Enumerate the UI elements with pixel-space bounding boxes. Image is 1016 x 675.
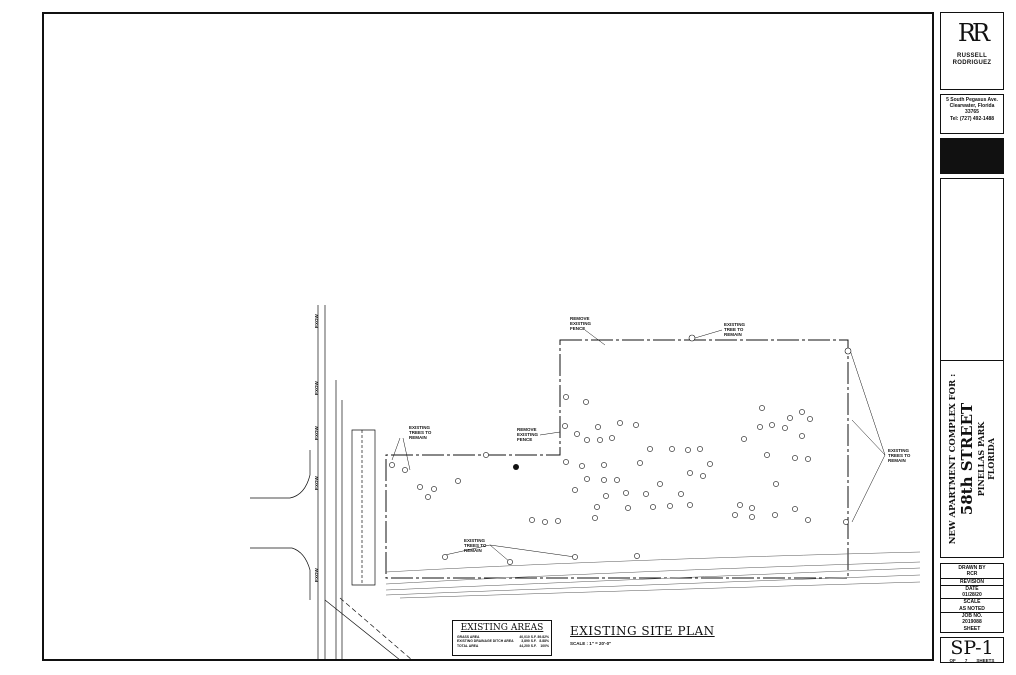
note-existing-trees-left: EXISTING TREES TO REMAIN [409,425,432,441]
row-label: EXOW [314,426,319,440]
sheet-number: SP-1 [950,637,994,659]
project-line3: PINELLAS PARK [976,421,986,497]
revision-space [940,178,1004,368]
firm-logo-box: RR RUSSELL RODRIGUEZ [940,12,1004,90]
row-label: EXOW [314,314,319,328]
road-curve [250,450,311,499]
table-row: EXISTING DRAINAGE DITCH AREA 3,890 S.F. … [457,639,549,644]
road-curve [250,547,311,600]
note-existing-tree-top: EXISTING TREE TO REMAIN [724,322,746,338]
project-line2: 58th STREET [958,402,976,516]
row-label: EXOW [314,381,319,395]
note-remove-fence-mid: REMOVE EXISTING FENCE [517,427,539,443]
ditch-line [385,574,921,596]
plan-scale: SCALE : 1" = 20'-0" [570,641,612,646]
copyright-notice [940,138,1004,174]
existing-areas-table: EXISTING AREAS GRASS AREA 40,010 S.F. 89… [452,620,552,656]
note-existing-trees-bottom: EXISTING TREES TO REMAIN [464,538,487,554]
firm-logo-icon: RR [957,19,990,47]
project-title-box: NEW APARTMENT COMPLEX FOR : 58th STREET … [940,360,1004,558]
ditch-line [385,567,921,591]
table-row: TOTAL AREA 44,200 S.F. 100% [457,643,549,648]
project-line4: FLORIDA [986,438,996,480]
sheet-number-box: SP-1 OF 7 SHEETS [940,637,1004,663]
diagonal-road [339,597,413,661]
areas-title: EXISTING AREAS [460,623,544,633]
firm-name: RUSSELL RODRIGUEZ [952,53,992,66]
driveway-edge [351,429,376,586]
diagonal-road [324,599,401,661]
drawing-info: DRAWN BY RCR REVISION DATE 01/28/20 SCAL… [940,563,1004,633]
ditch-line [399,581,921,599]
areas-rows: GRASS AREA 40,010 S.F. 89.82% EXISTING D… [457,635,549,648]
plan-title: EXISTING SITE PLAN [570,624,715,638]
property-boundary [385,339,849,579]
ditch-line [385,551,921,573]
row-label: EXOW [314,568,319,582]
title-block: RR RUSSELL RODRIGUEZ 5 South Pegasus Ave… [940,12,1006,663]
table-row: GRASS AREA 40,010 S.F. 89.82% [457,635,549,639]
sheet-count: OF 7 SHEETS [949,658,995,663]
row-label: EXOW [314,476,319,490]
note-remove-fence-top: REMOVE EXISTING FENCE [570,316,592,332]
drawing-frame [42,12,934,661]
ditch-line [385,561,921,585]
firm-address: 5 South Pegasus Ave. Clearwater, Florida… [940,94,1004,134]
note-existing-trees-right: EXISTING TREES TO REMAIN [888,448,911,464]
